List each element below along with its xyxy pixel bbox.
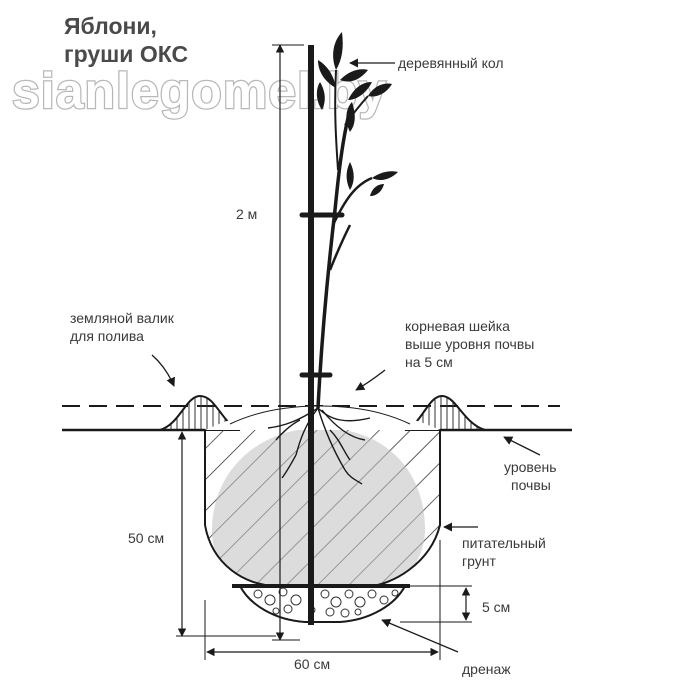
soil-level-label-line-1: уровень [504, 459, 557, 475]
drain-thickness-label: 5 см [482, 599, 510, 615]
watering-mound [159, 394, 486, 431]
nutrient-soil-label-line-1: питательный [462, 535, 546, 551]
height-label: 2 м [236, 206, 257, 222]
root-collar-label-line-1: корневая шейка [405, 318, 510, 334]
depth-label: 50 см [128, 530, 164, 546]
drainage-label: дренаж [462, 661, 511, 677]
width-label: 60 см [294, 656, 330, 672]
root-collar-label-line-2: выше уровня почвы [405, 336, 534, 352]
stake-label: деревянный кол [398, 55, 504, 71]
diagram-title-line-2: груши ОКС [64, 41, 188, 67]
nutrient-soil-label-line-2: грунт [462, 553, 496, 569]
planting-pit [204, 405, 441, 623]
mound-label-line-1: земляной валик [70, 310, 175, 326]
watermark: sianlegomel.by [12, 63, 387, 119]
root-collar-label-line-3: на 5 см [405, 354, 453, 370]
dimension-lines [176, 44, 472, 660]
tree-seedling [299, 32, 398, 625]
mound-label-line-2: для полива [70, 328, 144, 344]
diagram-title-line-1: Яблони, [64, 13, 157, 39]
soil-level-label-line-2: почвы [511, 477, 551, 493]
pointer-arrows [151, 58, 541, 653]
